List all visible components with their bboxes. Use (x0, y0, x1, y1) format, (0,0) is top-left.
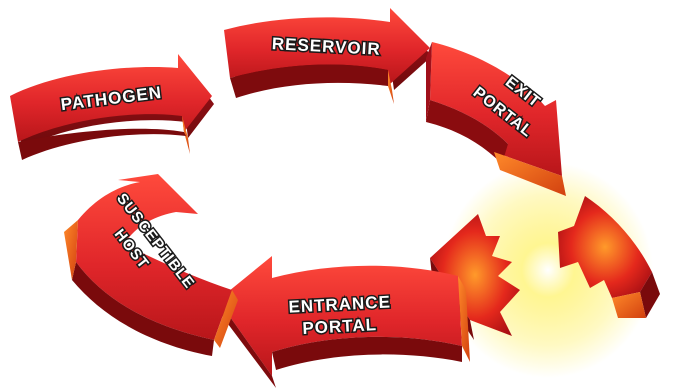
arrow-entrance-portal (218, 256, 470, 388)
arrow-reservoir (224, 8, 432, 104)
broken-link-piece (558, 196, 660, 318)
arrow-exit-portal (426, 42, 566, 196)
label-entrance-portal: PORTAL (302, 315, 378, 338)
arrow-susceptible-host (64, 174, 238, 356)
arrow-pathogen (10, 54, 214, 160)
